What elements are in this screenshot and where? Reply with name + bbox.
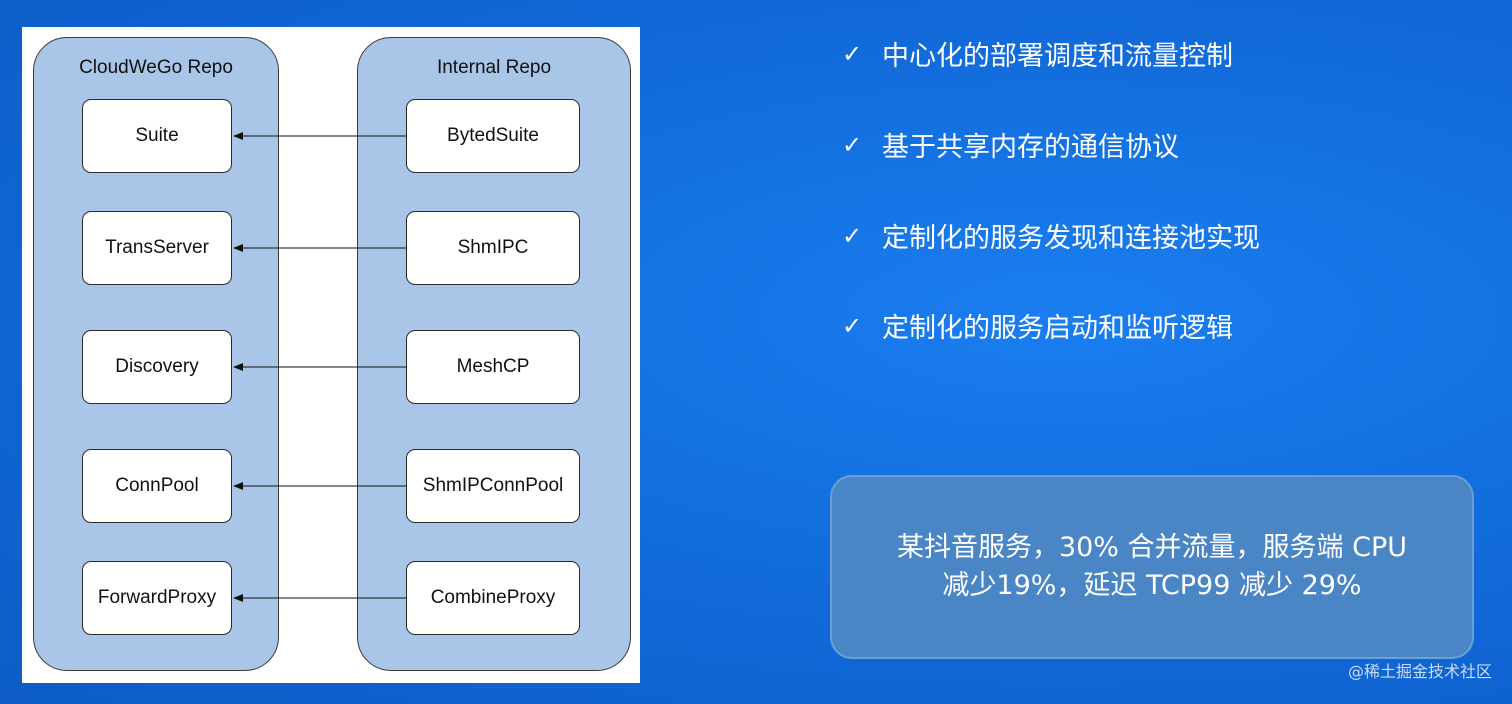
watermark: @稀土掘金技术社区 bbox=[1347, 662, 1492, 681]
checklist-item: ✓ 定制化的服务启动和监听逻辑 bbox=[842, 306, 1233, 345]
check-icon: ✓ bbox=[842, 130, 863, 159]
result-line-1: 某抖音服务，30% 合并流量，服务端 CPU bbox=[896, 532, 1408, 563]
node-discovery: Discovery bbox=[82, 330, 232, 404]
node-meshcp: MeshCP bbox=[406, 330, 580, 404]
internal-repo-title: Internal Repo bbox=[436, 57, 552, 78]
cloudwego-repo-title: CloudWeGo Repo bbox=[79, 57, 233, 78]
checklist-item: ✓ 定制化的服务发现和连接池实现 bbox=[842, 216, 1260, 255]
node-shmipconnpool: ShmIPConnPool bbox=[406, 449, 580, 523]
checklist-item-text: 定制化的服务启动和监听逻辑 bbox=[882, 313, 1233, 344]
architecture-diagram: CloudWeGo Repo Internal Repo Suite Trans… bbox=[22, 27, 640, 683]
checklist-item-text: 定制化的服务发现和连接池实现 bbox=[882, 223, 1260, 254]
result-line-2: 减少19%，延迟 TCP99 减少 29% bbox=[942, 570, 1362, 601]
checklist-item-text: 基于共享内存的通信协议 bbox=[882, 132, 1179, 163]
checklist-item-text: 中心化的部署调度和流量控制 bbox=[882, 41, 1233, 72]
result-callout: 某抖音服务，30% 合并流量，服务端 CPU 减少19%，延迟 TCP99 减少… bbox=[830, 475, 1474, 659]
node-connpool: ConnPool bbox=[82, 449, 232, 523]
checklist-item: ✓ 基于共享内存的通信协议 bbox=[842, 125, 1179, 164]
checklist-item: ✓ 中心化的部署调度和流量控制 bbox=[842, 34, 1233, 73]
node-suite: Suite bbox=[82, 99, 232, 173]
node-bytedsuite: BytedSuite bbox=[406, 99, 580, 173]
check-icon: ✓ bbox=[842, 39, 863, 68]
check-icon: ✓ bbox=[842, 221, 863, 250]
node-forwardproxy: ForwardProxy bbox=[82, 561, 232, 635]
node-transserver: TransServer bbox=[82, 211, 232, 285]
check-icon: ✓ bbox=[842, 311, 863, 340]
node-shmipc: ShmIPC bbox=[406, 211, 580, 285]
node-combineproxy: CombineProxy bbox=[406, 561, 580, 635]
